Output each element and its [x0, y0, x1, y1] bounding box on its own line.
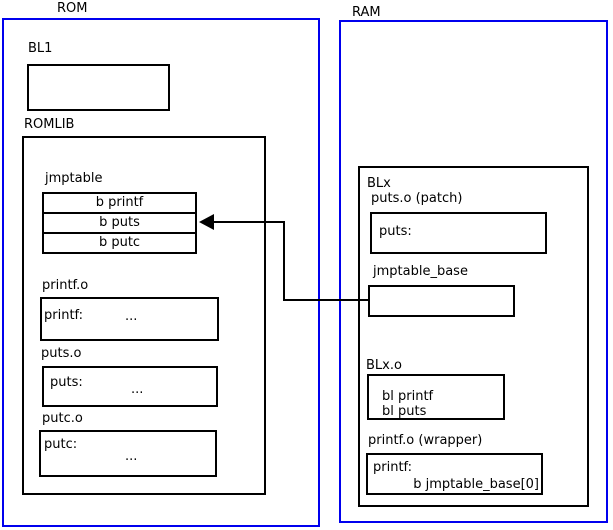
jmptable-entry: b putc: [42, 232, 197, 254]
printf-symbol: printf:: [44, 308, 84, 323]
jmptable-base-box: [368, 285, 515, 317]
printf-wrapper-label: printf.o (wrapper): [368, 433, 483, 448]
puts-body-ellipsis: ...: [131, 382, 144, 397]
jmptable-entry: b puts: [42, 212, 197, 234]
rom-region-label: ROM: [57, 1, 88, 16]
blx-o-box: bl printf bl puts: [367, 374, 505, 420]
blx-o-instruction: bl puts: [382, 404, 427, 419]
puts-o-label: puts.o: [41, 346, 82, 361]
printf-wrapper-box: printf: b jmptable_base[0]: [366, 453, 543, 495]
blx-o-instruction: bl printf: [382, 389, 434, 404]
putc-o-label: putc.o: [42, 411, 83, 426]
blx-label: BLx: [367, 176, 391, 191]
printf-wrapper-symbol: printf:: [373, 460, 413, 475]
jmptable-entry: b printf: [42, 192, 197, 214]
putc-body-ellipsis: ...: [125, 449, 138, 464]
jmptable-base-label: jmptable_base: [373, 264, 468, 279]
putc-o-box: putc: ...: [39, 430, 217, 477]
bl1-label: BL1: [28, 41, 53, 56]
blx-o-label: BLx.o: [366, 358, 402, 373]
printf-o-box: printf: ...: [40, 297, 219, 341]
puts-o-box: puts: ...: [42, 366, 218, 407]
printf-body-ellipsis: ...: [125, 309, 138, 324]
bl1-box: [27, 64, 170, 111]
putc-symbol: putc:: [44, 437, 78, 452]
puts-symbol: puts:: [50, 375, 83, 390]
puts-patch-box: puts:: [370, 212, 547, 254]
ram-region-label: RAM: [352, 5, 381, 20]
printf-o-label: printf.o: [42, 278, 89, 293]
puts-patch-label: puts.o (patch): [371, 191, 463, 206]
puts-patch-symbol: puts:: [379, 224, 412, 239]
jmptable-label: jmptable: [45, 171, 103, 186]
romlib-label: ROMLIB: [24, 117, 75, 132]
printf-wrapper-body: b jmptable_base[0]: [413, 477, 539, 492]
jmptable: b printf b puts b putc: [42, 192, 197, 254]
